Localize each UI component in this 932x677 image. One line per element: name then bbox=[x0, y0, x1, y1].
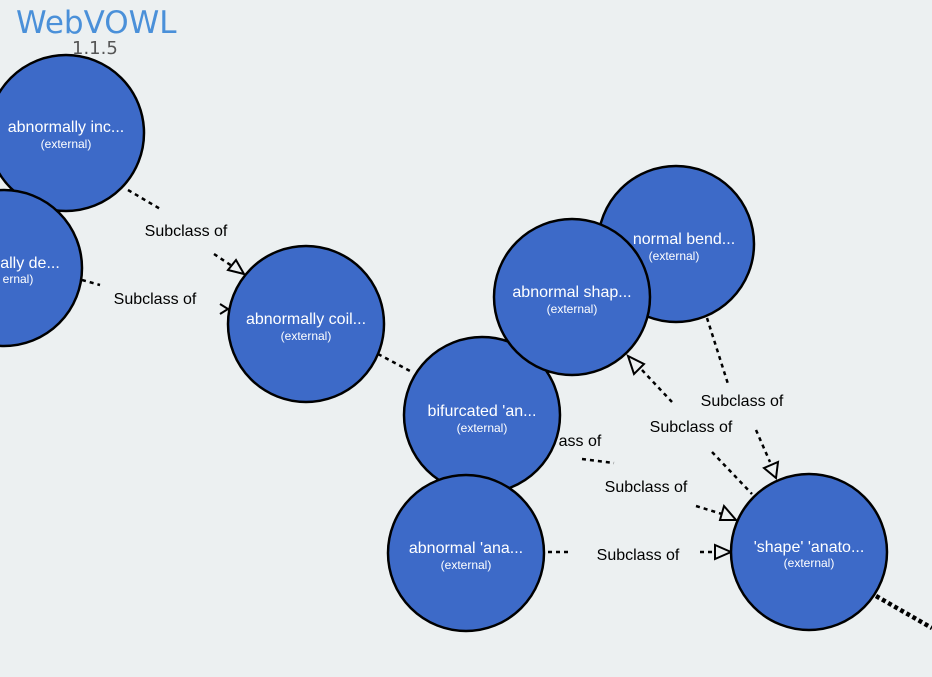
edge-arrowhead bbox=[626, 354, 646, 376]
node-sublabel: (external) bbox=[441, 558, 492, 572]
node-sublabel: (external) bbox=[457, 421, 508, 435]
app-logo[interactable]: WebVOWL bbox=[16, 5, 177, 41]
node-label: normal bend... bbox=[633, 231, 735, 248]
edge-label[interactable]: Subclass of bbox=[145, 223, 228, 240]
node-label: abnormally inc... bbox=[8, 119, 125, 136]
edge-line bbox=[754, 429, 772, 463]
node-label: abnormally coil... bbox=[246, 311, 366, 328]
node-circle[interactable] bbox=[0, 53, 146, 213]
edge-arrowhead bbox=[226, 258, 247, 276]
node-label: abnormal shap... bbox=[512, 284, 631, 301]
edge-labels: Subclass of Subclass of ass of Subclass … bbox=[114, 223, 784, 564]
edge-line bbox=[695, 504, 723, 516]
edge-arrowhead bbox=[718, 503, 739, 521]
node-sublabel: (external) bbox=[281, 329, 332, 343]
node-sublabel: (external) bbox=[649, 249, 700, 263]
node-circle[interactable] bbox=[386, 473, 546, 633]
edge-arrowhead bbox=[762, 460, 780, 480]
node-sublabel: (external) bbox=[41, 137, 92, 151]
edge-lines bbox=[81, 188, 932, 630]
edge-line bbox=[641, 369, 673, 403]
edge-arrowhead bbox=[219, 303, 230, 315]
node-label: abnormal 'ana... bbox=[409, 540, 523, 557]
edge-line bbox=[377, 352, 413, 374]
node-abnormally-inc[interactable]: abnormally inc... (external) bbox=[0, 53, 146, 213]
edge-line bbox=[81, 278, 101, 287]
edge-label[interactable]: Subclass of bbox=[114, 291, 197, 308]
edge-arrowhead bbox=[714, 543, 734, 561]
node-circle[interactable] bbox=[226, 244, 386, 404]
node-abnormal-bifurcated[interactable]: bifurcated 'an... (external) bbox=[402, 335, 562, 495]
edge-line bbox=[711, 451, 753, 495]
node-shape-anato[interactable]: 'shape' 'anato... (external) bbox=[729, 472, 889, 632]
edge-label[interactable]: Subclass of bbox=[597, 547, 680, 564]
node-label: bifurcated 'an... bbox=[428, 403, 537, 420]
edge-line bbox=[581, 457, 615, 465]
node-abnormal-ana[interactable]: abnormal 'ana... (external) bbox=[386, 473, 546, 633]
node-sublabel: (external) bbox=[784, 556, 835, 570]
edge-label[interactable]: Subclass of bbox=[650, 419, 733, 436]
node-circle[interactable] bbox=[0, 188, 84, 348]
edge-label[interactable]: ass of bbox=[559, 433, 602, 450]
edge-line bbox=[874, 594, 932, 630]
node-sublabel: (external) bbox=[547, 302, 598, 316]
app-version: 1.1.5 bbox=[72, 38, 118, 59]
edge-line bbox=[127, 188, 163, 212]
edge-label[interactable]: Subclass of bbox=[701, 393, 784, 410]
node-label: 'shape' 'anato... bbox=[754, 539, 865, 556]
edge-label[interactable]: Subclass of bbox=[605, 479, 688, 496]
node-circle[interactable] bbox=[492, 217, 652, 377]
node-label: ally de... bbox=[0, 255, 60, 272]
node-abnormal-shape[interactable]: abnormal shap... (external) bbox=[492, 217, 652, 377]
node-circle[interactable] bbox=[729, 472, 889, 632]
node-sublabel: ernal) bbox=[3, 272, 34, 286]
node-abnormally-coil[interactable]: abnormally coil... (external) bbox=[226, 244, 386, 404]
node-abnormally-de[interactable]: ally de... ernal) bbox=[0, 188, 84, 348]
edge-line bbox=[705, 317, 730, 385]
